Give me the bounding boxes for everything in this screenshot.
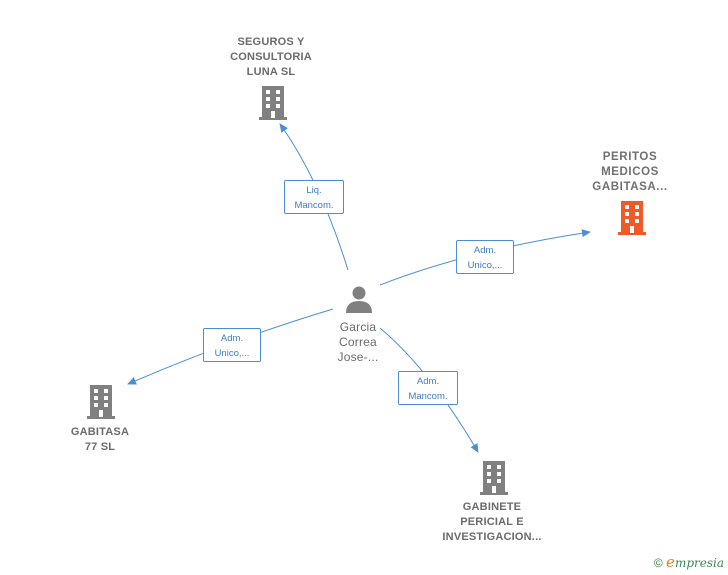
edge-label-line: Unico,...	[214, 348, 250, 359]
node-label-gabitasa[interactable]: GABITASA 77 SL	[55, 425, 145, 455]
edge-label-gabinete[interactable]: Adm. Mancom.	[398, 371, 458, 405]
node-label-line: GABITASA	[70, 426, 130, 438]
edge-label-peritos[interactable]: Adm. Unico,...	[456, 240, 514, 274]
edge-label-line: Mancom.	[408, 391, 448, 402]
node-label-line: SEGUROS Y	[237, 36, 305, 48]
edge-label-line: Adm.	[473, 245, 497, 256]
node-label-line: Garcia	[339, 320, 377, 334]
node-label-line: CONSULTORIA	[230, 51, 312, 63]
edge-label-line: Unico,...	[467, 260, 503, 271]
node-label-seguros[interactable]: SEGUROS Y CONSULTORIA LUNA SL	[216, 35, 326, 80]
node-label-line: 77 SL	[84, 441, 116, 453]
edge-label-line: Mancom.	[294, 200, 334, 211]
node-label-line: Correa	[339, 335, 377, 349]
edge-label-gabitasa[interactable]: Adm. Unico,...	[203, 328, 261, 362]
node-label-line: GABITASA...	[592, 181, 668, 193]
building-icon[interactable]	[617, 201, 647, 235]
node-label-peritos[interactable]: PERITOS MEDICOS GABITASA...	[578, 150, 682, 195]
brand-footer: © empresia	[654, 553, 724, 571]
brand-name: mpresia	[674, 556, 724, 570]
edge-label-seguros[interactable]: Liq. Mancom.	[284, 180, 344, 214]
node-label-line: LUNA SL	[246, 66, 296, 78]
node-label-gabinete[interactable]: GABINETE PERICIAL E INVESTIGACION...	[432, 500, 552, 545]
node-label-line: Jose-...	[337, 350, 379, 364]
node-label-line: PERICIAL E	[460, 516, 524, 528]
edge-label-line: Adm.	[416, 376, 440, 387]
brand-initial: e	[666, 553, 675, 571]
node-label-center[interactable]: Garcia Correa Jose-...	[318, 320, 398, 365]
node-label-line: INVESTIGACION...	[442, 531, 542, 543]
node-label-line: GABINETE	[462, 501, 522, 513]
building-icon[interactable]	[86, 385, 116, 419]
building-icon[interactable]	[479, 461, 509, 495]
node-label-line: MEDICOS	[601, 166, 659, 178]
person-icon[interactable]	[344, 284, 374, 314]
edge-label-line: Liq.	[306, 185, 322, 196]
building-icon[interactable]	[258, 86, 288, 120]
node-label-line: PERITOS	[602, 151, 658, 163]
edge-label-line: Adm.	[220, 333, 244, 344]
copyright-icon: ©	[653, 556, 663, 570]
